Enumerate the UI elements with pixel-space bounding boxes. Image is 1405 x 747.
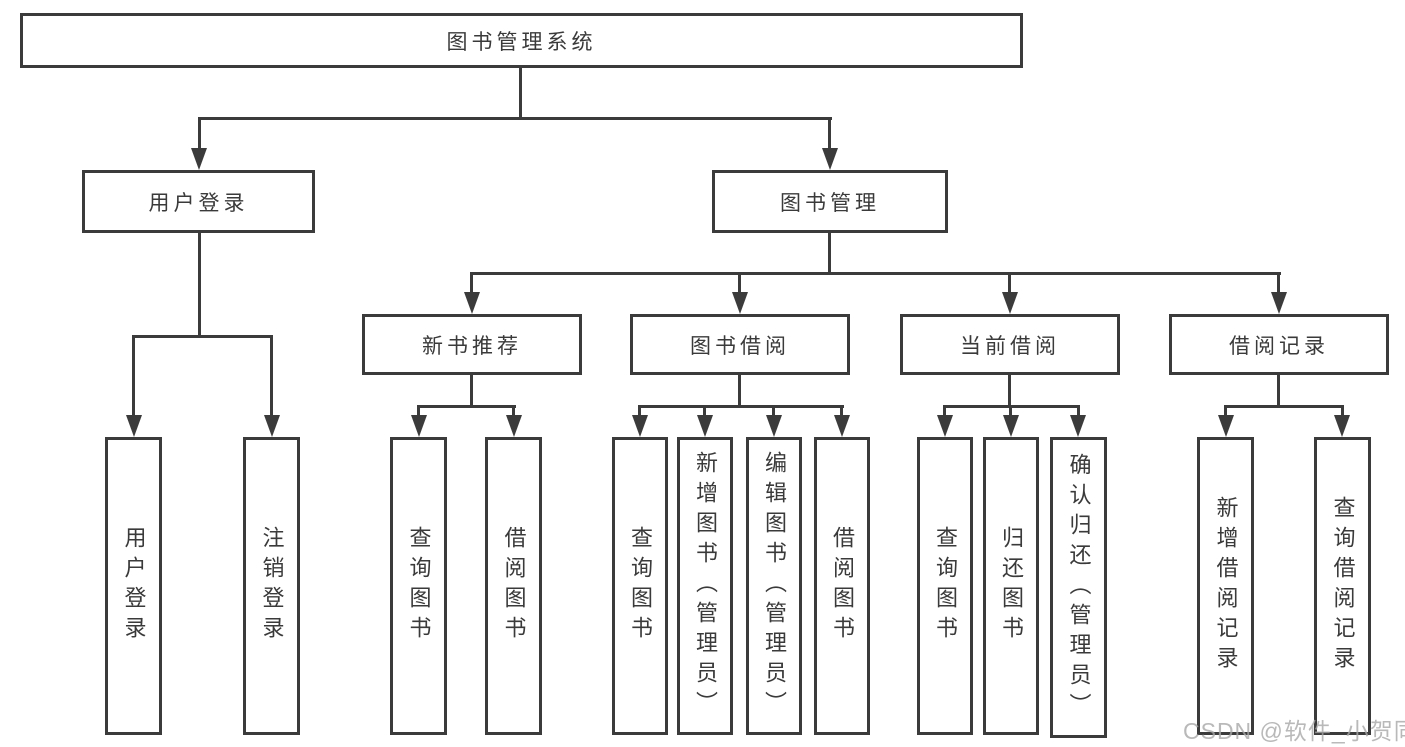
leaf-nb-query: 查询图书 bbox=[390, 437, 447, 735]
node-new-book-recommend: 新书推荐 bbox=[362, 314, 582, 375]
arrowhead-bb-edit bbox=[766, 415, 782, 437]
leaf-bb-borrow-label: 借阅图书 bbox=[830, 526, 855, 646]
connector-to-bb-query bbox=[638, 405, 641, 417]
arrowhead-br-query bbox=[1334, 415, 1350, 437]
connector-to-user-login bbox=[198, 117, 201, 150]
connector-to-br-add bbox=[1224, 405, 1227, 417]
connector-user-login-stem bbox=[198, 233, 201, 335]
leaf-bb-edit-label: 编辑图书（管理员） bbox=[762, 451, 787, 721]
leaf-user-login: 用户登录 bbox=[105, 437, 162, 735]
connector-level1-rail bbox=[198, 117, 832, 120]
connector-br-rail bbox=[1224, 405, 1344, 408]
leaf-cb-query-label: 查询图书 bbox=[933, 526, 958, 646]
connector-to-cb-confirm bbox=[1077, 405, 1080, 417]
leaf-logout-label: 注销登录 bbox=[259, 526, 285, 646]
node-book-management: 图书管理 bbox=[712, 170, 948, 233]
connector-br-stem bbox=[1277, 375, 1280, 407]
connector-book-management-stem bbox=[828, 233, 831, 274]
connector-to-bb-add bbox=[703, 405, 706, 417]
csdn-watermark: CSDN @软件_小贺同学 bbox=[1183, 718, 1405, 744]
connector-to-new-book-recommend bbox=[470, 272, 473, 294]
connector-to-bb-edit bbox=[772, 405, 775, 417]
arrowhead-new-book-recommend bbox=[464, 292, 480, 314]
connector-nbr-rail bbox=[417, 405, 516, 408]
leaf-br-add: 新增借阅记录 bbox=[1197, 437, 1254, 735]
connector-cb-stem bbox=[1008, 375, 1011, 407]
connector-nbr-stem bbox=[470, 375, 473, 407]
arrowhead-current-borrow bbox=[1002, 292, 1018, 314]
connector-to-book-management bbox=[828, 117, 831, 150]
leaf-nb-borrow: 借阅图书 bbox=[485, 437, 542, 735]
arrowhead-nb-query bbox=[411, 415, 427, 437]
node-current-borrow: 当前借阅 bbox=[900, 314, 1120, 375]
connector-to-leaf-logout bbox=[270, 335, 273, 417]
connector-to-cb-query bbox=[943, 405, 946, 417]
leaf-cb-confirm: 确认归还（管理员） bbox=[1050, 437, 1107, 738]
arrowhead-bb-add bbox=[697, 415, 713, 437]
connector-to-current-borrow bbox=[1008, 272, 1011, 294]
connector-to-bb-borrow bbox=[840, 405, 843, 417]
leaf-cb-return-label: 归还图书 bbox=[999, 526, 1024, 646]
arrowhead-cb-query bbox=[937, 415, 953, 437]
connector-to-cb-return bbox=[1009, 405, 1012, 417]
connector-bb-rail bbox=[638, 405, 844, 408]
arrowhead-leaf-user-login bbox=[126, 415, 142, 437]
node-book-borrow: 图书借阅 bbox=[630, 314, 850, 375]
connector-to-leaf-user-login bbox=[132, 335, 135, 417]
leaf-cb-query: 查询图书 bbox=[917, 437, 973, 735]
node-borrow-record: 借阅记录 bbox=[1169, 314, 1389, 375]
arrowhead-leaf-logout bbox=[264, 415, 280, 437]
leaf-bb-add-label: 新增图书（管理员） bbox=[693, 451, 718, 721]
connector-to-book-borrow bbox=[738, 272, 741, 294]
leaf-bb-query-label: 查询图书 bbox=[628, 526, 653, 646]
arrowhead-user-login bbox=[191, 148, 207, 170]
leaf-br-query: 查询借阅记录 bbox=[1314, 437, 1371, 735]
leaf-logout: 注销登录 bbox=[243, 437, 300, 735]
leaf-nb-borrow-label: 借阅图书 bbox=[501, 526, 527, 646]
arrowhead-br-add bbox=[1218, 415, 1234, 437]
arrowhead-borrow-record bbox=[1271, 292, 1287, 314]
leaf-br-query-label: 查询借阅记录 bbox=[1330, 496, 1356, 676]
leaf-br-add-label: 新增借阅记录 bbox=[1213, 496, 1239, 676]
leaf-bb-add: 新增图书（管理员） bbox=[677, 437, 733, 735]
arrowhead-cb-return bbox=[1003, 415, 1019, 437]
arrowhead-bb-borrow bbox=[834, 415, 850, 437]
connector-to-br-query bbox=[1341, 405, 1344, 417]
arrowhead-nb-borrow bbox=[506, 415, 522, 437]
arrowhead-cb-confirm bbox=[1070, 415, 1086, 437]
connector-bb-stem bbox=[738, 375, 741, 407]
leaf-cb-return: 归还图书 bbox=[983, 437, 1039, 735]
arrowhead-bb-query bbox=[632, 415, 648, 437]
connector-user-login-rail bbox=[132, 335, 273, 338]
arrowhead-book-borrow bbox=[732, 292, 748, 314]
leaf-bb-edit: 编辑图书（管理员） bbox=[746, 437, 802, 735]
leaf-bb-borrow: 借阅图书 bbox=[814, 437, 870, 735]
leaf-nb-query-label: 查询图书 bbox=[406, 526, 432, 646]
leaf-bb-query: 查询图书 bbox=[612, 437, 668, 735]
connector-to-nb-query bbox=[417, 405, 420, 417]
leaf-cb-confirm-label: 确认归还（管理员） bbox=[1066, 452, 1092, 723]
connector-to-nb-borrow bbox=[512, 405, 515, 417]
connector-root-stem bbox=[519, 68, 522, 117]
connector-level2-rail bbox=[470, 272, 1281, 275]
node-root: 图书管理系统 bbox=[20, 13, 1023, 68]
node-user-login: 用户登录 bbox=[82, 170, 315, 233]
arrowhead-book-management bbox=[822, 148, 838, 170]
connector-to-borrow-record bbox=[1277, 272, 1280, 294]
leaf-user-login-label: 用户登录 bbox=[121, 526, 147, 646]
